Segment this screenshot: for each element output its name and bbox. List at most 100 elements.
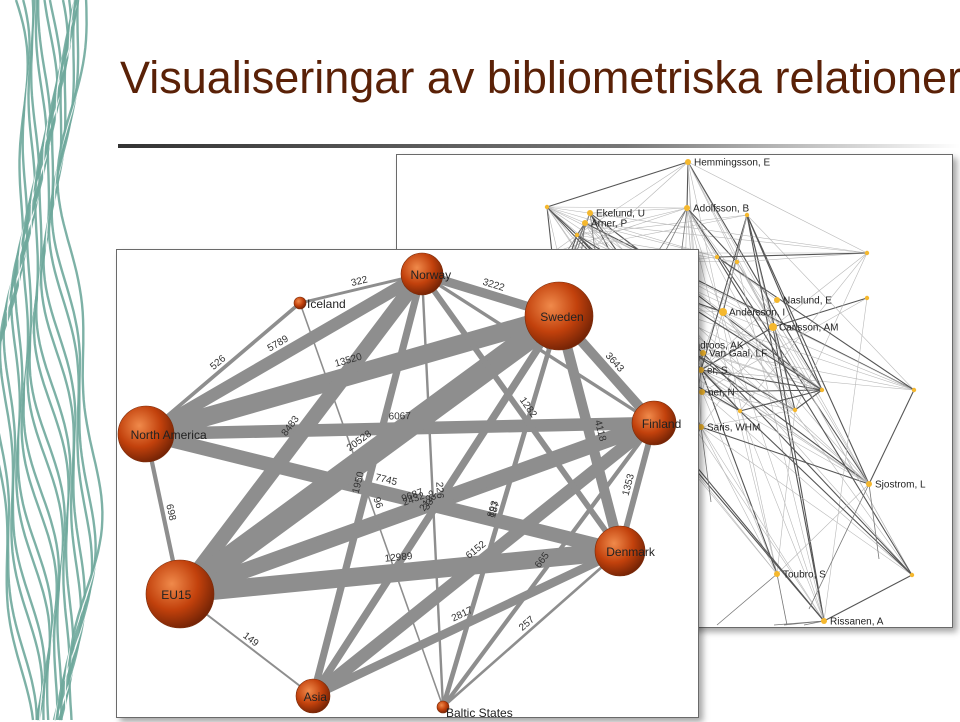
author-edge bbox=[773, 620, 825, 626]
author-node-label: Rissanen, A bbox=[830, 617, 884, 628]
author-node-vangaal: Van Gaal, LF bbox=[700, 349, 767, 360]
author-edge bbox=[546, 206, 586, 224]
country-node-label: EU15 bbox=[161, 588, 191, 602]
slide-title: Visualiseringar av bibliometriska relati… bbox=[120, 52, 960, 103]
country-edge-weight-label: 1950 bbox=[351, 470, 367, 495]
author-edge bbox=[576, 214, 748, 236]
country-node-iceland: Iceland bbox=[293, 296, 346, 311]
author-node-unlabeled bbox=[792, 407, 798, 413]
author-edge bbox=[808, 483, 870, 610]
author-edge bbox=[739, 389, 823, 412]
country-node-label: Denmark bbox=[606, 545, 656, 559]
author-edge bbox=[736, 252, 868, 263]
author-edge bbox=[823, 297, 868, 622]
country-node-asia: Asia bbox=[295, 678, 331, 714]
country-edge-north_america-denmark bbox=[138, 426, 628, 559]
country-edge-baltic-sweden bbox=[440, 313, 562, 710]
author-node-unlabeled bbox=[744, 212, 750, 218]
author-edge bbox=[686, 207, 825, 622]
country-network-graph: 3223222421526578913520364341182122187606… bbox=[117, 252, 681, 717]
author-edge bbox=[736, 261, 913, 576]
author-node-label: Carlsson, AM bbox=[779, 323, 838, 334]
country-edge-eu15-denmark bbox=[170, 541, 630, 604]
author-node-label: ner, N bbox=[708, 388, 735, 399]
author-edge bbox=[700, 369, 778, 575]
author-edge bbox=[776, 483, 870, 575]
author-edge bbox=[739, 410, 825, 622]
author-edge bbox=[746, 214, 796, 411]
author-edge bbox=[551, 214, 748, 254]
country-edge-weight-label: 893 bbox=[486, 499, 501, 519]
country-edge-north_america-norway bbox=[139, 267, 429, 441]
country-edge-finland-eu15 bbox=[176, 419, 658, 598]
author-edge bbox=[687, 161, 778, 575]
author-node-ner: ner, N bbox=[699, 388, 735, 399]
author-edge bbox=[576, 207, 688, 236]
country-node-baltic: Baltic States bbox=[436, 700, 513, 717]
author-edge bbox=[772, 252, 868, 328]
country-edge-weight-label: 149 bbox=[240, 630, 260, 649]
author-edge bbox=[546, 206, 688, 209]
country-edge-weight-label: 96 bbox=[370, 496, 384, 511]
author-edge bbox=[794, 252, 868, 411]
country-edge-weight-label: 187 bbox=[487, 500, 502, 520]
author-node-sjostrom: Sjostrom, L bbox=[866, 480, 926, 491]
country-node-label: Asia bbox=[304, 690, 328, 704]
author-node-label: er, S bbox=[707, 366, 728, 377]
author-edge bbox=[546, 206, 868, 254]
author-node-unlabeled bbox=[734, 259, 740, 265]
author-node-unlabeled bbox=[864, 295, 870, 301]
author-edge bbox=[687, 161, 823, 391]
author-edge bbox=[823, 574, 913, 622]
author-edge bbox=[700, 369, 796, 411]
author-node-carlsson: Carlsson, AM bbox=[769, 323, 838, 334]
author-edge bbox=[746, 214, 915, 391]
country-network-panel: 3223222421526578913520364341182122187606… bbox=[116, 249, 699, 718]
author-edge bbox=[687, 161, 774, 328]
author-node-label: Naslund, E bbox=[783, 296, 832, 307]
decorative-wave-border bbox=[0, 0, 110, 722]
author-node-andersson: Andersson, I bbox=[719, 308, 785, 319]
author-node-label: Saris, WHM bbox=[707, 423, 760, 434]
country-edge-eu15-sweden bbox=[168, 304, 571, 606]
author-edge bbox=[589, 207, 688, 214]
author-edge bbox=[682, 344, 915, 391]
country-node-label: Finland bbox=[642, 417, 681, 431]
author-edge bbox=[686, 207, 796, 411]
country-node-label: Sweden bbox=[540, 310, 583, 324]
author-edge bbox=[700, 426, 825, 622]
author-edge bbox=[584, 222, 868, 254]
country-edge-weight-label: 4118 bbox=[592, 419, 608, 443]
author-node-label: Ekelund, U bbox=[596, 209, 645, 220]
country-edge-baltic-iceland bbox=[299, 302, 444, 708]
author-edge bbox=[716, 573, 778, 626]
author-edge bbox=[794, 389, 823, 411]
country-edge-weight-label: 226 bbox=[433, 482, 445, 500]
author-edge bbox=[746, 214, 825, 622]
country-edge-baltic-denmark bbox=[441, 549, 622, 709]
author-edge bbox=[700, 426, 870, 485]
author-node-hemmingsson: Hemmingsson, E bbox=[685, 158, 770, 169]
author-node-label: androos, AK bbox=[689, 341, 744, 352]
author-edge bbox=[687, 161, 738, 263]
title-divider bbox=[118, 144, 960, 148]
author-edge bbox=[716, 256, 913, 576]
country-edge-eu15-norway bbox=[172, 266, 430, 602]
country-edge-sweden-denmark bbox=[553, 310, 626, 557]
author-edge bbox=[739, 410, 913, 576]
author-edge bbox=[576, 234, 738, 263]
author-edge bbox=[716, 256, 915, 391]
author-edge bbox=[868, 389, 915, 485]
author-edge bbox=[546, 206, 915, 391]
author-node-arner: Arner, P bbox=[582, 219, 627, 230]
country-edge-weight-label: 526 bbox=[208, 353, 228, 372]
author-edge bbox=[739, 410, 870, 485]
author-node-label: Adolfsson, B bbox=[693, 204, 749, 215]
author-edge bbox=[702, 352, 913, 576]
country-edge-weight-label: 6067 bbox=[389, 411, 412, 422]
author-edge bbox=[546, 206, 553, 254]
country-edge-weight-label: 12989 bbox=[384, 551, 413, 565]
country-node-label: Iceland bbox=[307, 297, 346, 311]
country-edge-weight-label: 7745 bbox=[374, 472, 399, 488]
